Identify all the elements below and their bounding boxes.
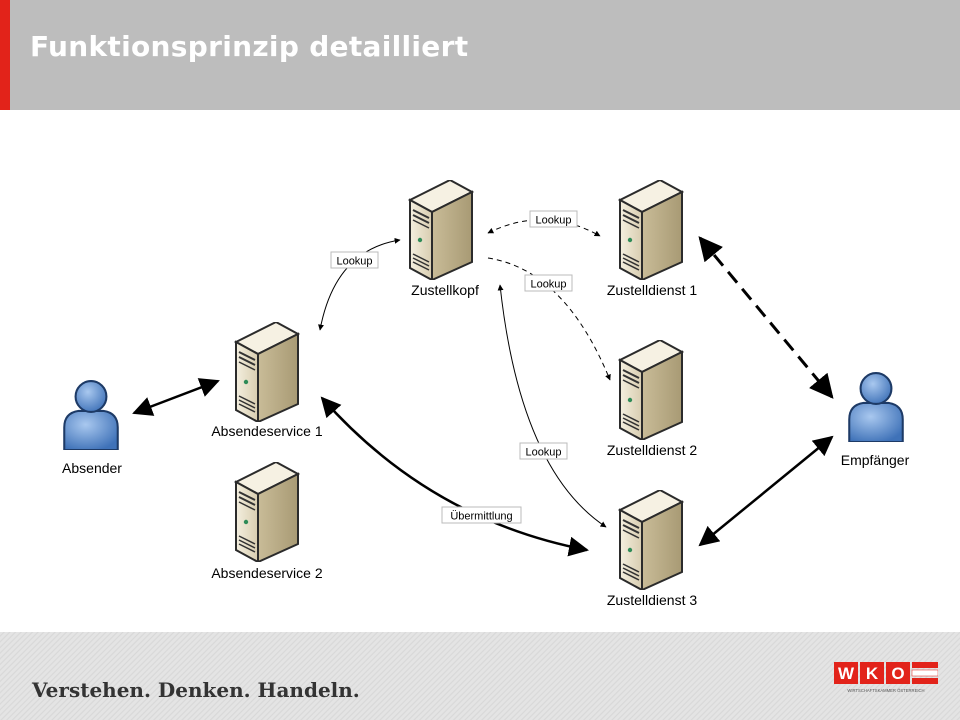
header-accent-bar — [0, 0, 10, 110]
svg-text:WIRTSCHAFTSKAMMER ÖSTERREICH: WIRTSCHAFTSKAMMER ÖSTERREICH — [847, 688, 924, 693]
edge-label-lookup-zd1: Lookup — [535, 215, 571, 227]
node-label-absendeservice-2: Absendeservice 2 — [211, 565, 323, 581]
edge-label-lookup-zd3: Lookup — [525, 447, 561, 459]
node-label-absendeservice-1: Absendeservice 1 — [211, 423, 323, 439]
svg-text:W: W — [838, 664, 855, 683]
server-icon-absendeservice-2 — [235, 462, 299, 562]
edge-lookup-zd3-kopf — [497, 284, 607, 528]
wko-logo: W K O WIRTSCHAFTSKAMMER ÖSTERREICH — [834, 662, 938, 693]
server-icon-absendeservice-1 — [235, 322, 299, 422]
node-label-zustelldienst-2: Zustelldienst 2 — [607, 442, 697, 458]
node-label-empfaenger: Empfänger — [841, 452, 910, 468]
node-label-zustelldienst-1: Zustelldienst 1 — [607, 282, 697, 298]
svg-text:O: O — [891, 664, 904, 683]
slide-footer: Verstehen. Denken. Handeln. — [0, 632, 960, 720]
svg-text:K: K — [866, 664, 879, 683]
person-icon-empfaenger — [848, 372, 904, 442]
node-label-zustelldienst-3: Zustelldienst 3 — [607, 592, 697, 608]
edge-absender-absendeservice — [132, 378, 220, 416]
server-icon-zustelldienst-3 — [619, 490, 683, 590]
slide-header: Funktionsprinzip detailliert — [0, 0, 960, 110]
edge-label-lookup-zd2: Lookup — [530, 279, 566, 291]
server-icon-zustellkopf — [409, 180, 473, 280]
edge-zd1-empfaenger — [698, 236, 834, 399]
edge-zd3-empfaenger — [698, 435, 834, 547]
edge-label-uebermittlung: Übermittlung — [450, 511, 512, 523]
server-icon-zustelldienst-2 — [619, 340, 683, 440]
footer-slogan: Verstehen. Denken. Handeln. — [32, 678, 360, 702]
edge-label-lookup-absendeservice: Lookup — [336, 256, 372, 268]
node-label-zustellkopf: Zustellkopf — [411, 282, 479, 298]
architecture-diagram: Lookup Lookup Lookup Lookup Übermittlung… — [62, 180, 910, 608]
person-icon-absender — [63, 380, 119, 450]
page-title: Funktionsprinzip detailliert — [30, 30, 469, 63]
server-icon-zustelldienst-1 — [619, 180, 683, 280]
node-label-absender: Absender — [62, 460, 122, 476]
edge-uebermittlung — [320, 396, 589, 557]
